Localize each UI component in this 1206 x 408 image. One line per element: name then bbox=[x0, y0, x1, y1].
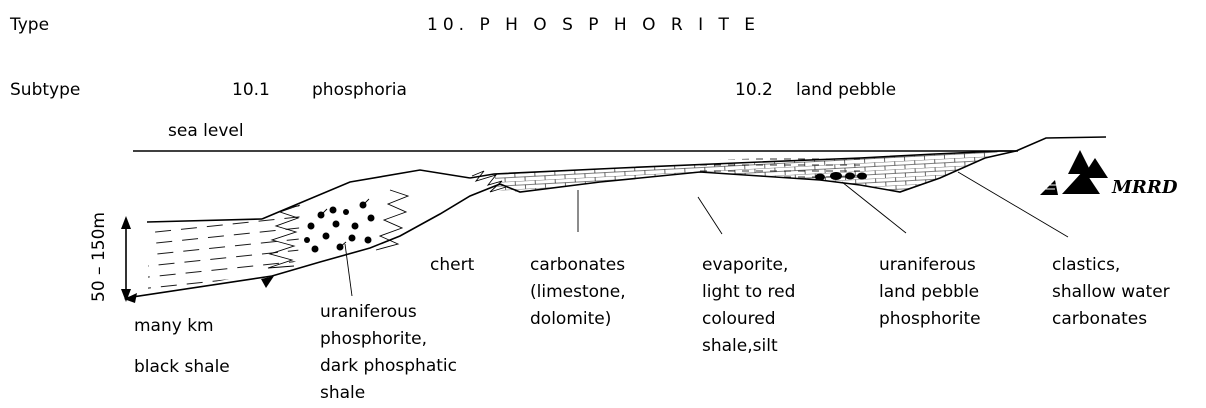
uraniferous-phosphorite-label-line-2: phosphorite, bbox=[320, 329, 427, 349]
land-pebble-label-line-2: land pebble bbox=[879, 282, 979, 302]
phosphorite-right-jagged-edge bbox=[376, 190, 408, 250]
clastics-label-line-3: carbonates bbox=[1052, 309, 1147, 329]
black-shale-body bbox=[148, 203, 300, 295]
coastline bbox=[1016, 137, 1106, 151]
clastics-label-line-1: clastics, bbox=[1052, 255, 1120, 275]
chert-label: chert bbox=[430, 255, 475, 275]
vertical-scale-arrow-up-icon bbox=[121, 216, 131, 229]
type-label: Type bbox=[9, 15, 49, 35]
horizontal-scale-label: many km bbox=[134, 316, 214, 336]
clastics-label-line-2: shallow water bbox=[1052, 282, 1170, 302]
type-title: 10. P H O S P H O R I T E bbox=[427, 15, 760, 35]
uraniferous-phosphorite-label-line-4: shale bbox=[320, 383, 365, 403]
carbonates-label-line-2: (limestone, bbox=[530, 282, 626, 302]
vertical-scale-label: 50 – 150m bbox=[89, 212, 109, 302]
leader-lines bbox=[345, 172, 1068, 296]
subtype-label: Subtype bbox=[10, 80, 80, 100]
subtype-1-number: 10.1 bbox=[232, 80, 270, 100]
evaporite-label-line-3: coloured bbox=[702, 309, 776, 329]
carbonates-label-line-1: carbonates bbox=[530, 255, 625, 275]
sea-level-label: sea level bbox=[168, 121, 244, 141]
black-shale-label: black shale bbox=[134, 357, 230, 377]
land-pebble-label-line-1: uraniferous bbox=[879, 255, 976, 275]
subtype-1-name: phosphoria bbox=[312, 80, 407, 100]
carbonates-label-line-3: dolomite) bbox=[530, 309, 611, 329]
mrrd-logo-text: MRRD bbox=[1111, 177, 1178, 198]
evaporite-label-line-2: light to red bbox=[702, 282, 795, 302]
subtype-2-number: 10.2 bbox=[735, 80, 773, 100]
phosphorite-nodules bbox=[304, 199, 375, 253]
mrrd-triangle-logo-icon bbox=[1040, 150, 1108, 195]
uraniferous-phosphorite-label-line-3: dark phosphatic bbox=[320, 356, 457, 376]
evaporite-label-line-1: evaporite, bbox=[702, 255, 788, 275]
land-pebble-label-line-3: phosphorite bbox=[879, 309, 981, 329]
uraniferous-phosphorite-label-line-1: uraniferous bbox=[320, 302, 417, 322]
evaporite-label-line-4: shale,silt bbox=[702, 336, 778, 356]
subtype-2-name: land pebble bbox=[796, 80, 896, 100]
